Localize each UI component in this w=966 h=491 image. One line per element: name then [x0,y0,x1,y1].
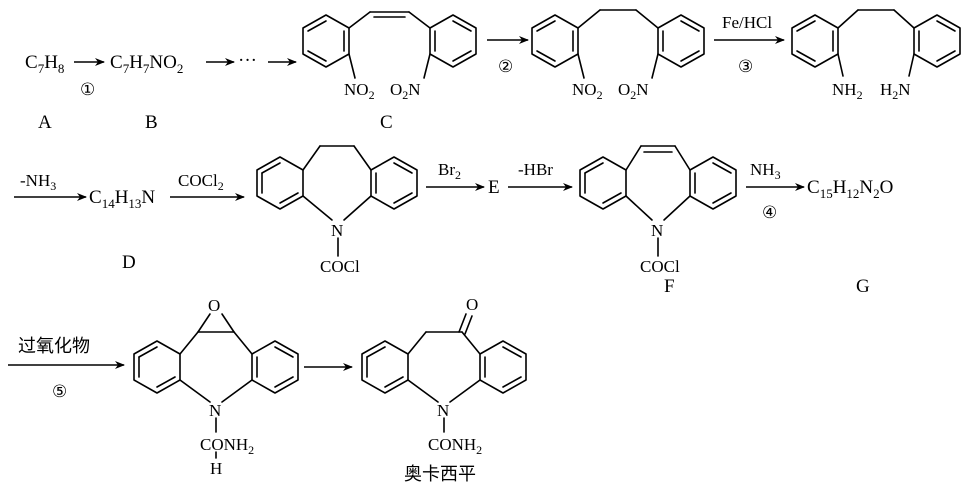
reagent-nh3: NH3 [750,160,781,182]
product-name: 奥卡西平 [404,464,476,485]
step-5-number: ⑤ [52,382,67,401]
step-3-number: ③ [738,57,753,76]
step-2-number: ② [498,57,513,76]
diamine-nh2-left: NH2 [832,80,863,102]
dihydro-cocl: COCl [320,257,360,276]
structure-epoxide [133,313,299,459]
reagent-peroxide: 过氧化物 [18,336,90,357]
step-4-number: ④ [762,203,777,222]
structure-c [302,11,477,79]
step-1-number: ① [80,80,95,99]
epoxide-o-atom: O [208,296,220,315]
label-c: C [380,112,393,133]
formula-a: C7H8 [25,52,64,76]
label-g: G [856,276,870,297]
structure-dihydro-cocl [256,145,418,257]
label-f: F [664,276,675,297]
c-no2-left: NO2 [344,80,375,102]
reagent-cocl2: COCl2 [178,171,224,193]
reagent-minus-nh3: -NH3 [20,171,56,193]
label-d: D [122,252,136,273]
label-e: E [488,177,500,198]
epoxide-n-atom: N [209,401,221,420]
dihydro-n-atom: N [331,221,343,240]
label-b: B [145,112,158,133]
dinitro-o2n-right: O2N [618,80,649,102]
f-cocl: COCl [640,257,680,276]
epoxide-h: H [210,459,222,478]
reagent-fe-hcl: Fe/HCl [722,13,772,32]
formula-g: C15H12N2O [807,177,893,201]
f-n-atom: N [651,221,663,240]
epoxide-conh2: CONH2 [200,435,254,457]
oxc-conh2: CONH2 [428,435,482,457]
oxc-o-atom: O [466,295,478,314]
label-a: A [38,112,52,133]
structure-diamine [791,9,961,77]
reagent-br2: Br2 [438,160,461,182]
formula-b: C7H7NO2 [110,52,183,76]
structure-dinitro-bibenzyl [531,9,705,79]
structure-f [579,145,737,257]
diamine-h2n-right: H2N [880,80,911,102]
oxc-n-atom: N [437,401,449,420]
c-o2n-right: O2N [390,80,421,102]
ellipsis: ··· [238,50,257,71]
reagent-minus-hbr: -HBr [518,160,553,179]
structure-oxcarbazepine [361,313,527,433]
dinitro-no2-left: NO2 [572,80,603,102]
formula-d: C14H13N [89,187,155,211]
